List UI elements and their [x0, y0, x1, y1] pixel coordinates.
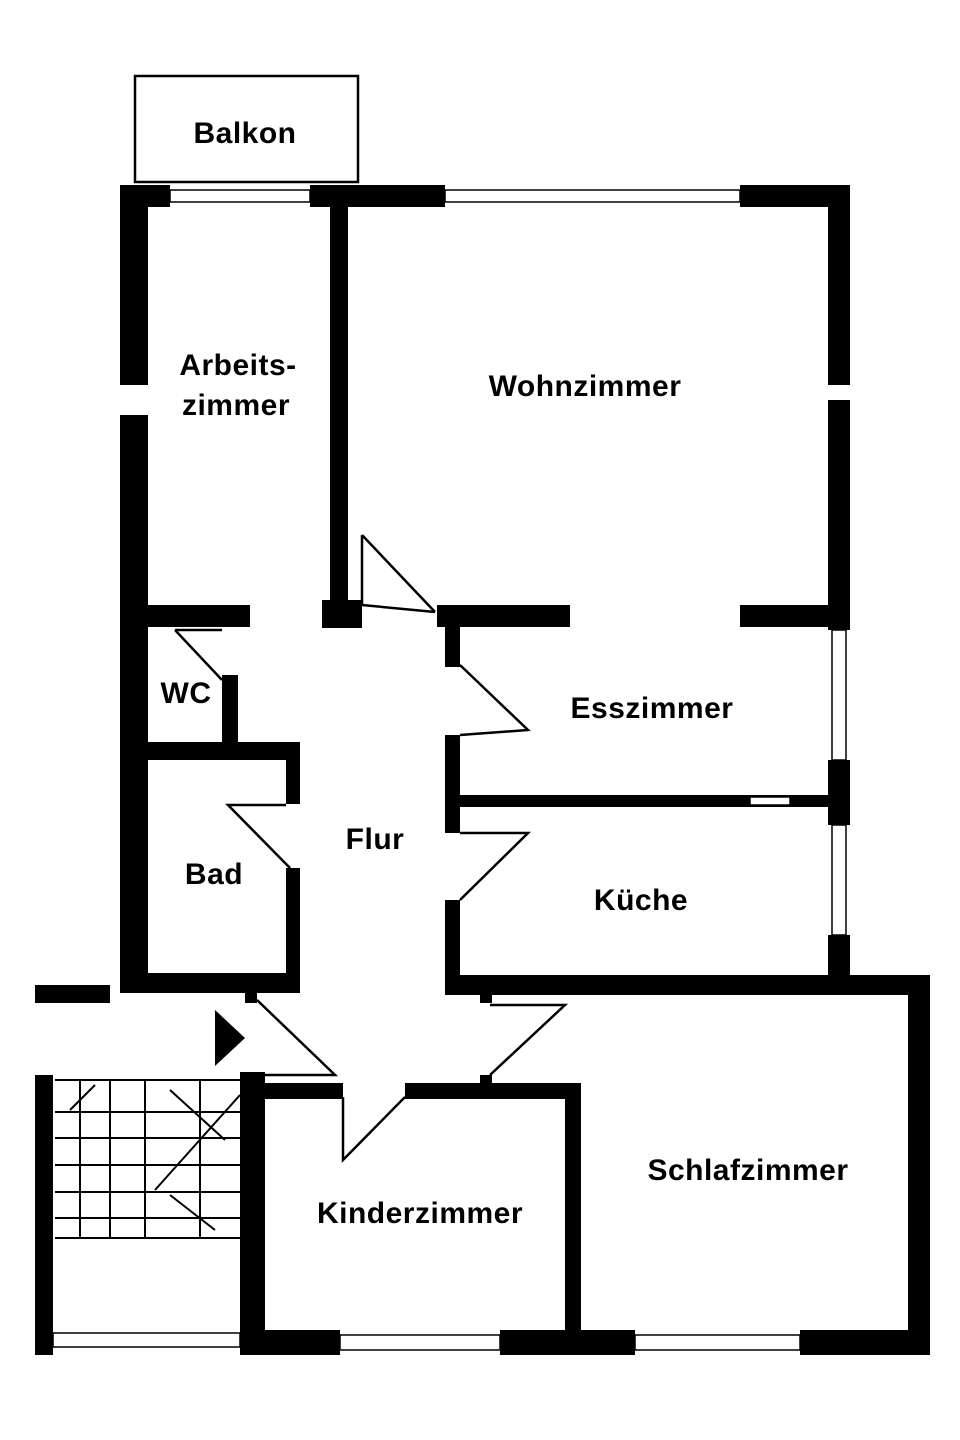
room-labels: Balkon Arbeits- zimmer Wohnzimmer WC Ess… [161, 117, 849, 1230]
label-balkon: Balkon [193, 117, 296, 150]
label-flur: Flur [346, 823, 405, 856]
balcony [133, 74, 360, 184]
entrance-arrow-icon [215, 1010, 245, 1066]
label-kueche: Küche [594, 884, 688, 917]
interior-walls [120, 205, 830, 1352]
label-wohnzimmer: Wohnzimmer [489, 370, 682, 403]
label-esszimmer: Esszimmer [571, 692, 734, 725]
label-wc: WC [161, 677, 212, 710]
doors [174, 534, 569, 1164]
exterior-walls [35, 185, 930, 1355]
label-arbeitszimmer-line2: zimmer [182, 389, 290, 422]
staircase-icon [55, 1079, 241, 1239]
label-schlafzimmer: Schlafzimmer [647, 1154, 848, 1187]
label-bad: Bad [185, 858, 243, 891]
label-kinderzimmer: Kinderzimmer [317, 1197, 523, 1230]
label-arbeitszimmer-line1: Arbeits- [179, 349, 296, 382]
